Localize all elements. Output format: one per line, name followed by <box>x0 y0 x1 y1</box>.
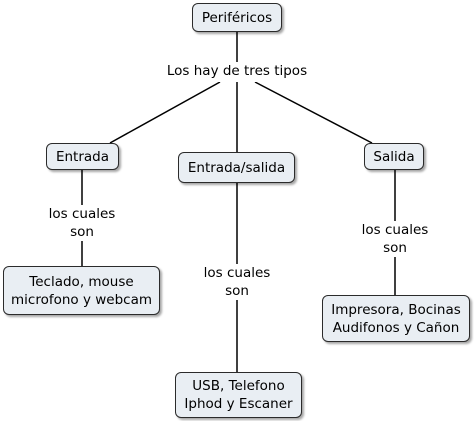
concept-entrada-ejemplos[interactable]: Teclado, mouse microfono y webcam <box>3 266 160 315</box>
concept-entrada-salida-label: Entrada/salida <box>187 159 286 176</box>
concept-salida-ejemplos[interactable]: Impresora, Bocinas Audifonos y Cañon <box>322 295 470 342</box>
concept-salida-ejemplos-line2: Audifonos y Cañon <box>332 319 460 336</box>
concept-entrada-salida-ejemplos[interactable]: USB, Telefono Iphod y Escaner <box>175 372 302 418</box>
link-label-entrada-los-cuales-son: los cuales son <box>44 205 120 241</box>
concept-entrada-label: Entrada <box>55 148 110 165</box>
concept-perifericos[interactable]: Periféricos <box>192 3 282 32</box>
link-label-tres-tipos: Los hay de tres tipos <box>161 62 313 82</box>
concept-perifericos-label: Periféricos <box>201 9 273 26</box>
concept-entrada-salida[interactable]: Entrada/salida <box>178 152 295 183</box>
concept-salida[interactable]: Salida <box>364 143 424 170</box>
concept-entrada-ejemplos-line2: microfono y webcam <box>11 291 152 308</box>
concept-entrada-salida-ejemplos-line2: Iphod y Escaner <box>184 396 293 412</box>
link-label-entrada-salida-los-cuales-son: los cuales son <box>199 264 275 300</box>
concept-entrada[interactable]: Entrada <box>46 143 119 170</box>
link-label-salida-los-cuales-son: los cuales son <box>357 221 433 257</box>
concept-salida-ejemplos-line1: Impresora, Bocinas <box>331 301 461 318</box>
concept-entrada-salida-ejemplos-line1: USB, Telefono <box>192 378 285 394</box>
concept-entrada-ejemplos-line1: Teclado, mouse <box>29 273 134 290</box>
concept-salida-label: Salida <box>373 148 415 165</box>
line-types-to-output <box>254 81 373 144</box>
line-types-to-input <box>109 81 221 144</box>
